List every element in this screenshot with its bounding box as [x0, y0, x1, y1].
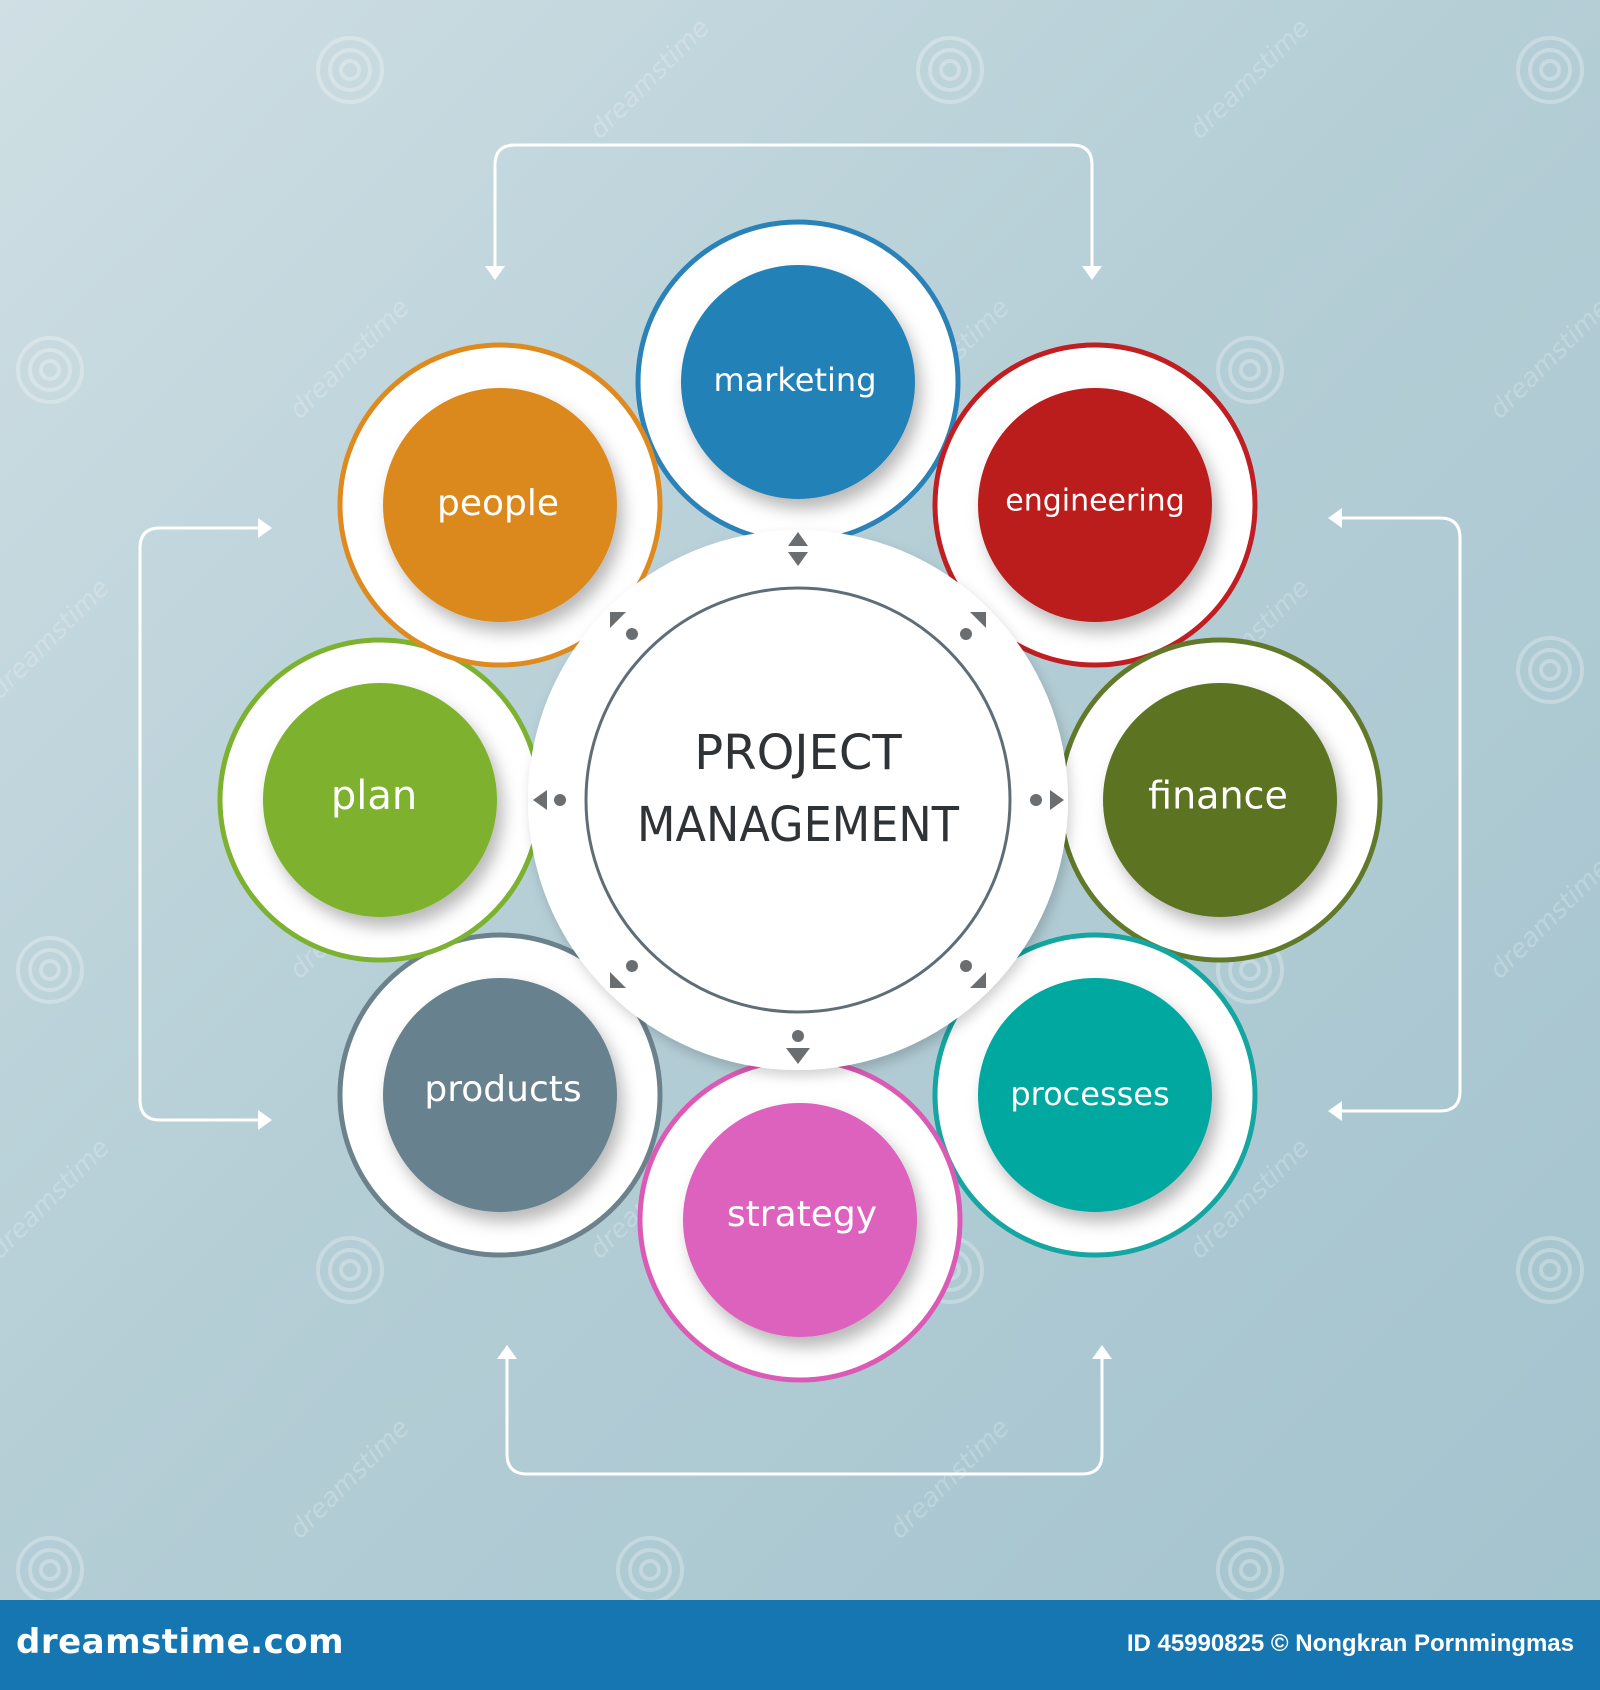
flow-arrows [138, 143, 1462, 1476]
node-finance[interactable]: finance [1103, 683, 1337, 917]
node-disk-marketing [681, 265, 915, 499]
node-disk-strategy [683, 1103, 917, 1337]
node-people[interactable]: people [383, 388, 617, 622]
watermark-spiral [16, 1536, 84, 1600]
connector-bottom-left [610, 960, 638, 988]
center-title-line1: PROJECT [694, 725, 902, 781]
node-strategy[interactable]: strategy [683, 1103, 917, 1337]
footer-logo[interactable]: dreamstime.com [16, 1622, 345, 1662]
watermark-spiral [316, 36, 384, 104]
node-marketing[interactable]: marketing [681, 265, 915, 499]
arrowhead-left-bottom [258, 1110, 272, 1130]
arrowhead-bottom-left [497, 1345, 517, 1359]
watermark-spiral [1516, 36, 1584, 104]
center-ring [584, 586, 1012, 1014]
flow-arrow-bottom [505, 1353, 1104, 1476]
arrowhead-left-top [258, 518, 272, 538]
connector-top-right [960, 612, 986, 640]
node-label-products: products [424, 1069, 581, 1110]
watermark-text: dreamstime [1484, 853, 1600, 985]
flow-arrow-top [493, 143, 1094, 272]
node-label-marketing: marketing [713, 361, 876, 399]
watermark-text: dreamstime [1184, 13, 1316, 145]
watermark-spiral [1516, 1236, 1584, 1304]
node-label-strategy: strategy [727, 1194, 877, 1235]
node-processes[interactable]: processes [978, 978, 1212, 1212]
arrowhead-top-left [485, 266, 505, 280]
arrowhead-top-right [1082, 266, 1102, 280]
node-disk-people [383, 388, 617, 622]
connector-top [788, 532, 808, 566]
connectors [533, 532, 1064, 1064]
watermark-text: dreamstime [584, 13, 716, 145]
node-products[interactable]: products [383, 978, 617, 1212]
watermark-spiral [916, 36, 984, 104]
arrowhead-right-bottom [1328, 1101, 1342, 1121]
watermark-spiral [16, 336, 84, 404]
node-label-engineering: engineering [1005, 484, 1185, 519]
footer-credit: ID 45990825 © Nongkran Pornmingmas [1126, 1630, 1574, 1657]
node-label-plan: plan [331, 773, 417, 819]
watermark-text: dreamstime [0, 1133, 116, 1265]
node-disk-finance [1103, 683, 1337, 917]
watermark-spiral [1216, 336, 1284, 404]
node-label-finance: finance [1148, 774, 1288, 818]
connector-bottom [786, 1030, 810, 1064]
node-disk-engineering [978, 388, 1212, 622]
footer-bar: dreamstime.com ID 45990825 © Nongkran Po… [0, 1600, 1600, 1690]
diagram-canvas: dreamstime dreamstime dreamstime dreamstime… [0, 13, 1600, 1600]
center-title-line2: MANAGEMENT [637, 797, 960, 853]
flow-arrow-left [138, 526, 264, 1122]
node-disk-plan [263, 683, 497, 917]
node-disks: marketing engineering finance processes stra… [263, 265, 1337, 1337]
arrowhead-right-top [1328, 508, 1342, 528]
flow-arrow-right [1336, 516, 1462, 1113]
arrowhead-bottom-right [1092, 1345, 1112, 1359]
node-engineering[interactable]: engineering [978, 388, 1212, 622]
node-label-people: people [437, 483, 559, 524]
connector-right [1030, 790, 1064, 810]
watermark-spiral [1216, 1536, 1284, 1600]
connector-bottom-right [960, 960, 986, 988]
watermark-text: dreamstime [284, 1413, 416, 1545]
watermark-text: dreamstime [0, 573, 116, 705]
node-plan[interactable]: plan [263, 683, 497, 917]
watermark-spiral [16, 936, 84, 1004]
watermark-text: dreamstime [1484, 293, 1600, 425]
node-label-processes: processes [1010, 1075, 1169, 1113]
connector-left [533, 790, 566, 810]
watermark-spiral [1516, 636, 1584, 704]
connector-top-left [610, 612, 638, 640]
watermark-text: dreamstime [884, 1413, 1016, 1545]
node-disk-products [383, 978, 617, 1212]
watermark-spiral [316, 1236, 384, 1304]
node-disk-processes [978, 978, 1212, 1212]
watermark-spiral [616, 1536, 684, 1600]
